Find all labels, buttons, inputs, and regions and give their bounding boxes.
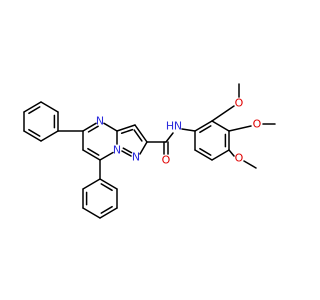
bond — [211, 149, 230, 161]
bond — [82, 207, 101, 219]
bond — [165, 132, 174, 143]
bond — [28, 128, 41, 137]
bond — [99, 151, 114, 161]
bond — [120, 128, 134, 134]
bond — [82, 149, 101, 161]
bond — [40, 130, 59, 142]
atom-label-h: H — [166, 120, 174, 133]
bond — [121, 150, 132, 157]
atom-label-n: N — [113, 144, 121, 157]
bond — [199, 125, 212, 134]
bond — [133, 129, 143, 142]
atom-label-n: N — [96, 115, 104, 128]
atom-label-n: N — [174, 120, 182, 133]
atom-label-n: N — [132, 151, 140, 164]
bond — [82, 178, 101, 190]
atom-label-o: O — [235, 97, 244, 110]
bond — [28, 106, 41, 115]
bond — [228, 125, 252, 132]
atom-label-o: O — [253, 118, 262, 131]
bond — [40, 101, 59, 113]
bond — [243, 160, 257, 169]
bond — [194, 149, 213, 161]
bond — [100, 183, 113, 192]
atom-label-o: O — [235, 152, 244, 165]
bond — [194, 120, 213, 132]
bond — [23, 101, 42, 113]
bond — [116, 124, 136, 132]
bonds — [23, 83, 276, 219]
bond — [228, 149, 235, 157]
bond — [23, 130, 42, 142]
bond — [87, 147, 100, 156]
bond — [134, 124, 148, 143]
bond — [211, 120, 230, 132]
bond — [99, 207, 118, 219]
bond — [211, 105, 235, 122]
bond — [99, 178, 118, 190]
bond — [139, 141, 148, 155]
bond — [199, 147, 212, 156]
bond — [122, 147, 133, 154]
bond — [100, 205, 113, 214]
bond — [82, 122, 97, 132]
bond — [103, 122, 118, 132]
bond — [181, 128, 196, 132]
atom-label-o: O — [162, 154, 171, 167]
bond — [87, 125, 99, 133]
